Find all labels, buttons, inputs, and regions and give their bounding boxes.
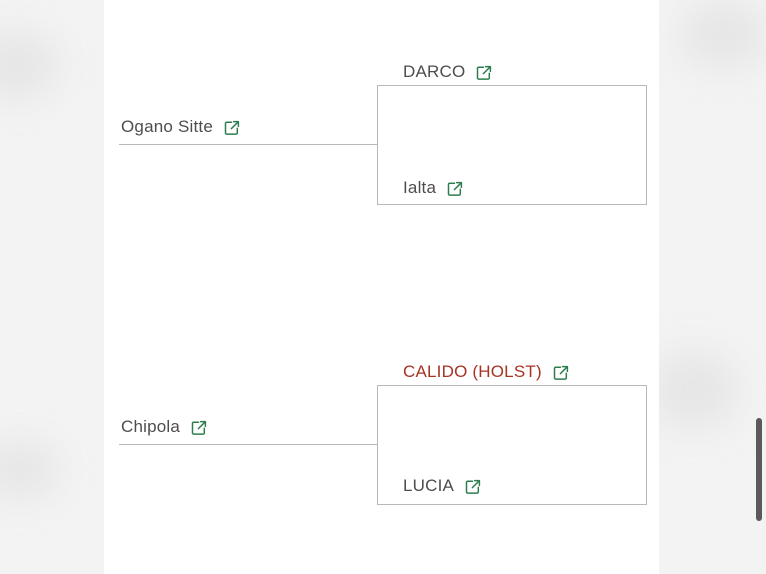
bracket-line-child-1-upper: [377, 85, 647, 86]
bracket-line-root-1: [119, 144, 377, 145]
entry-label: LUCIA: [403, 476, 455, 495]
external-link-icon[interactable]: [191, 420, 207, 436]
bracket-entry-ogano-sitte[interactable]: Ogano Sitte: [121, 117, 240, 137]
bracket-entry-lucia[interactable]: LUCIA: [403, 476, 481, 496]
bracket-entry-darco[interactable]: DARCO: [403, 62, 492, 82]
external-link-icon[interactable]: [447, 181, 463, 197]
bracket-line-root-2: [119, 444, 377, 445]
page-gutter-left: [0, 0, 104, 574]
bracket-line-edge-2: [646, 385, 647, 504]
entry-label: DARCO: [403, 62, 466, 81]
entry-label: CALIDO (HOLST): [403, 362, 542, 381]
external-link-icon[interactable]: [224, 120, 240, 136]
entry-label: Chipola: [121, 417, 181, 436]
external-link-icon[interactable]: [476, 65, 492, 81]
bracket-line-child-1-lower: [377, 204, 647, 205]
entry-label: Ogano Sitte: [121, 117, 213, 136]
bracket-line-vertical-1: [377, 85, 378, 204]
bracket-line-edge-1: [646, 85, 647, 204]
external-link-icon[interactable]: [465, 479, 481, 495]
bracket-canvas: Ogano Sitte DARCO Ialta: [104, 0, 659, 574]
bracket-line-child-2-lower: [377, 504, 647, 505]
external-link-icon[interactable]: [553, 365, 569, 381]
bracket-line-vertical-2: [377, 385, 378, 504]
vertical-scrollbar[interactable]: [752, 0, 766, 574]
scrollbar-thumb[interactable]: [756, 418, 762, 521]
bracket-entry-calido-holst[interactable]: CALIDO (HOLST): [403, 362, 569, 382]
entry-label: Ialta: [403, 178, 437, 197]
page-gutter-right: [649, 0, 766, 574]
bracket-entry-chipola[interactable]: Chipola: [121, 417, 207, 437]
bracket-entry-ialta[interactable]: Ialta: [403, 178, 463, 198]
bracket-line-child-2-upper: [377, 385, 647, 386]
